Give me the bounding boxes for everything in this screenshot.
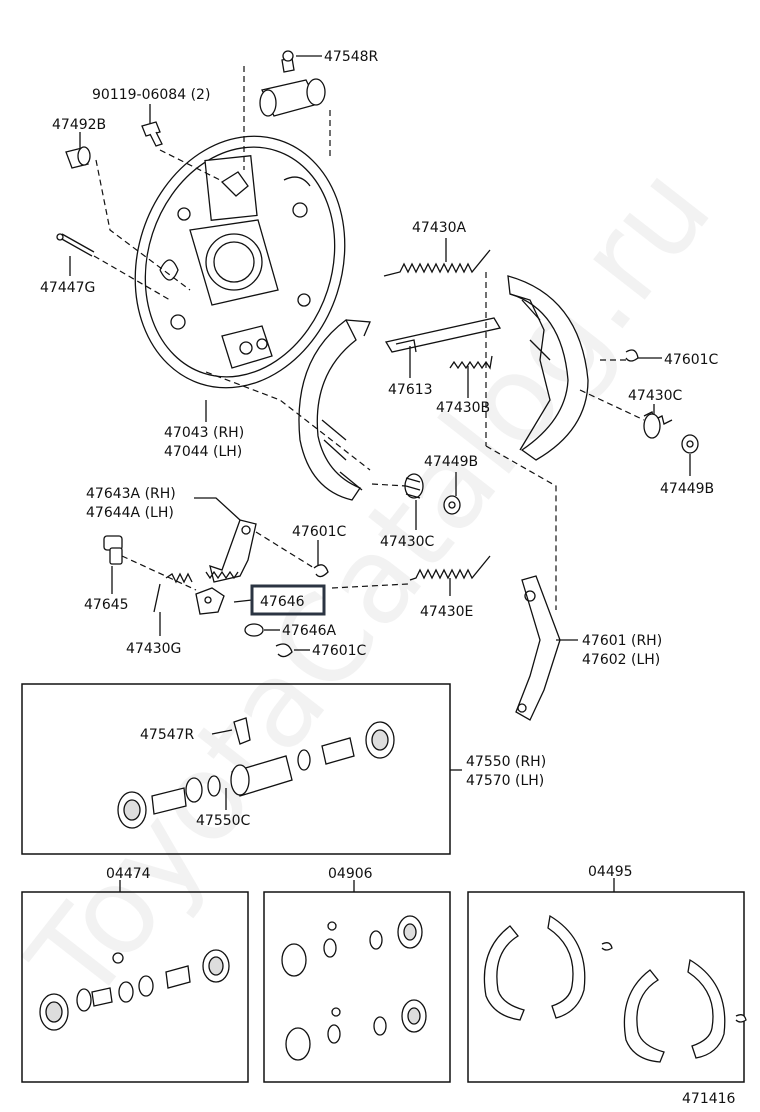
label-90119-06084[interactable]: 90119-06084 (2) [92,87,210,103]
label-47550C[interactable]: 47550C [196,813,251,829]
label-47601C-upper[interactable]: 47601C [664,352,719,368]
label-47644A[interactable]: 47644A (LH) [86,505,174,521]
adjuster-47646[interactable] [195,587,225,615]
spring-47430B[interactable] [449,355,493,370]
label-47570[interactable]: 47570 (LH) [466,773,544,789]
label-47430G[interactable]: 47430G [126,641,181,657]
backing-plate[interactable] [103,109,376,416]
watermark: ToyotaCatalog.ru [3,142,738,1029]
adjuster-lever-47643A[interactable] [205,519,257,583]
label-47602[interactable]: 47602 (LH) [582,652,660,668]
pin-47447G[interactable] [56,233,95,257]
label-47449B-right[interactable]: 47449B [660,481,714,497]
wheel-cylinder-box [21,683,451,855]
label-47613[interactable]: 47613 [388,382,433,398]
pin-47645[interactable] [103,535,123,565]
spring-47430C-right[interactable] [643,411,673,439]
label-47550[interactable]: 47550 (RH) [466,754,546,770]
kit-04495-parts[interactable] [483,914,747,1063]
label-47643A[interactable]: 47643A (RH) [86,486,176,502]
label-47645[interactable]: 47645 [84,597,129,613]
kit-04474-parts[interactable] [39,949,230,1031]
spring-47430E[interactable] [409,555,491,581]
label-47548R[interactable]: 47548R [324,49,379,65]
label-47430B[interactable]: 47430B [436,400,490,416]
clip-47601C-mid[interactable] [313,564,329,578]
washer-47449B-mid[interactable] [443,495,461,515]
clip-47601C-lower[interactable] [275,643,293,658]
label-47646A[interactable]: 47646A [282,623,337,639]
wheel-cylinder-assembly[interactable] [117,717,395,829]
label-47449B-mid[interactable]: 47449B [424,454,478,470]
label-47430A[interactable]: 47430A [412,220,467,236]
label-47430C-right[interactable]: 47430C [628,388,683,404]
label-47044[interactable]: 47044 (LH) [164,444,242,460]
label-kit-04906[interactable]: 04906 [328,866,373,882]
figure-number: 471416 [682,1091,736,1107]
label-47430E[interactable]: 47430E [420,604,473,620]
label-47547R[interactable]: 47547R [140,727,195,743]
label-47430C-mid[interactable]: 47430C [380,534,435,550]
wheel-cylinder-top[interactable] [259,50,326,117]
bolt-90119[interactable] [141,121,163,147]
label-kit-04474[interactable]: 04474 [106,866,151,882]
washer-47449B-right[interactable] [681,434,699,454]
kit-04906-parts[interactable] [281,915,427,1061]
spring-47430G[interactable] [153,572,193,613]
clip-47601C-upper[interactable] [625,349,639,362]
strut-47613[interactable] [384,317,502,353]
washer-47646A[interactable] [244,623,264,637]
kit-04495-box [467,891,745,1083]
plug-47492B[interactable] [65,146,91,169]
label-kit-04495[interactable]: 04495 [588,864,633,880]
kit-04906-box [263,891,451,1083]
spring-47430C-mid[interactable] [404,473,424,499]
brake-shoe-right[interactable] [507,275,589,461]
label-47447G[interactable]: 47447G [40,280,95,296]
label-47601[interactable]: 47601 (RH) [582,633,662,649]
label-47043[interactable]: 47043 (RH) [164,425,244,441]
brake-shoe-left[interactable] [298,319,371,501]
label-47601C-lower[interactable]: 47601C [312,643,367,659]
highlight-box-47646 [250,584,326,616]
spring-47430A[interactable] [383,249,491,277]
parking-lever-47601[interactable] [515,575,561,721]
label-47601C-mid[interactable]: 47601C [292,524,347,540]
label-47492B[interactable]: 47492B [52,117,106,133]
kit-04474-box [21,891,249,1083]
label-47646[interactable]: 47646 [260,594,305,610]
